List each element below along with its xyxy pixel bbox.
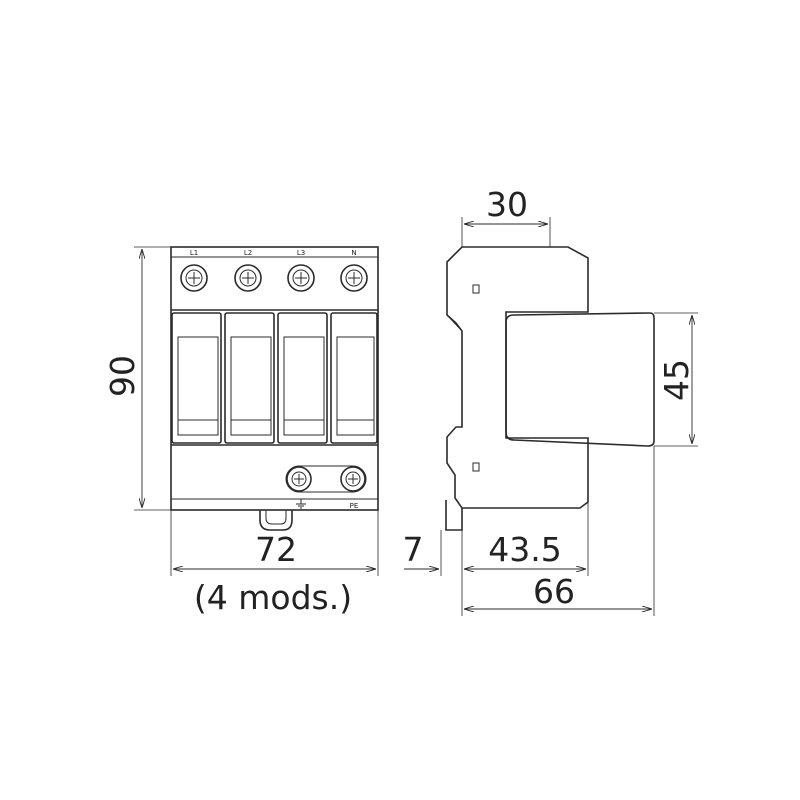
side-housing — [446, 246, 589, 509]
terminal-screw-l2 — [234, 264, 262, 292]
pe-terminal-screw-2 — [340, 466, 366, 492]
ground-icon — [296, 499, 306, 509]
terminal-screw-l3 — [287, 264, 315, 292]
pe-terminal-screw-1 — [286, 466, 312, 492]
pe-label: PE — [350, 502, 359, 510]
dim-module-height: 45 — [657, 359, 696, 401]
indicator-window-bottom — [472, 462, 480, 472]
terminal-screw-n — [340, 264, 368, 292]
dim-rail-offset: 7 — [403, 530, 424, 569]
dim-front-depth: 43.5 — [488, 530, 561, 569]
dim-height: 90 — [103, 355, 142, 397]
module-3 — [277, 312, 328, 444]
dim-width-note: (4 mods.) — [194, 578, 352, 617]
terminal-label-l2: L2 — [244, 249, 252, 257]
front-cover — [505, 312, 655, 447]
indicator-window-top — [472, 284, 480, 294]
front-view: L1 L2 L3 N — [170, 246, 379, 531]
dimensions: 90 72 (4 mods.) 30 45 7 43.5 66 — [103, 185, 698, 617]
module-2 — [224, 312, 275, 444]
front-housing — [170, 246, 379, 511]
module-4 — [330, 312, 378, 444]
din-clip — [259, 510, 293, 531]
dim-width: 72 — [255, 530, 297, 569]
terminal-label-l1: L1 — [190, 249, 198, 257]
terminal-label-l3: L3 — [297, 249, 305, 257]
module-1 — [171, 312, 222, 444]
dim-total-depth: 66 — [533, 572, 575, 611]
dim-top-width: 30 — [486, 185, 528, 224]
side-view — [445, 246, 655, 531]
terminal-screw-l1 — [180, 264, 208, 292]
terminal-label-n: N — [351, 249, 356, 257]
